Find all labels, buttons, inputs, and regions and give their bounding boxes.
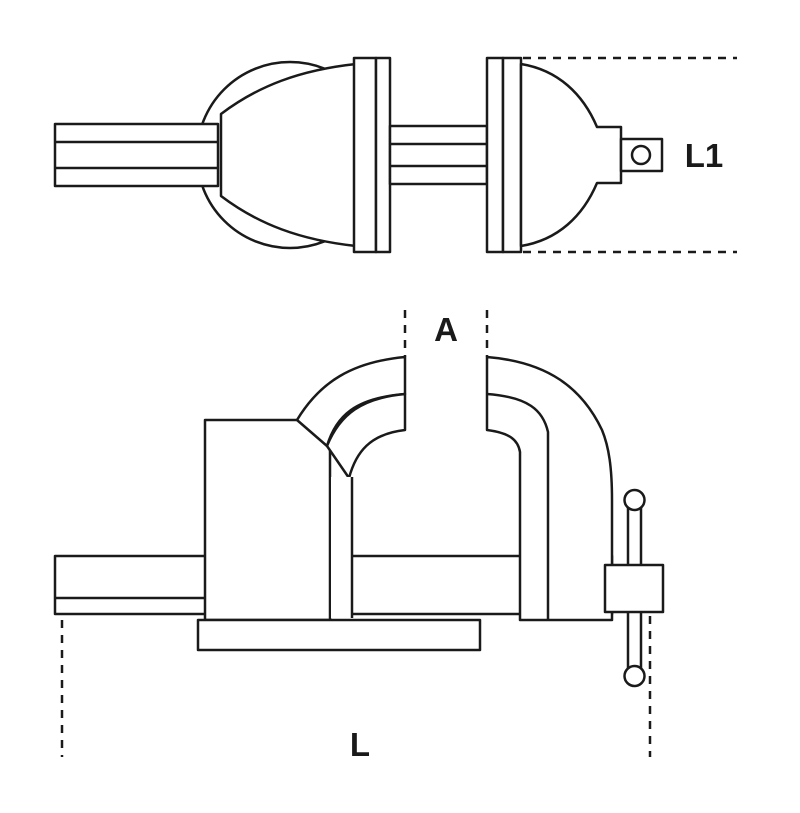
movable-jaw-strip-mask [331, 477, 352, 618]
fixed-jaw-plate-outer [501, 56, 523, 254]
movable-jaw-body [219, 62, 358, 248]
slide-bar-top-view [53, 122, 220, 188]
base-plate [196, 618, 482, 652]
screw-head [603, 563, 665, 614]
dim-label-l1: L1 [685, 137, 724, 174]
fixed-jaw-side-body [485, 355, 614, 622]
movable-jaw-block [203, 418, 332, 622]
fixed-jaw-body [519, 62, 623, 248]
dim-label-l: L [350, 726, 370, 763]
movable-jaw-plate-outer [352, 56, 378, 254]
dim-label-a: A [434, 311, 458, 348]
movable-jaw-plate-inner [374, 56, 392, 254]
handle-ball-bottom [623, 664, 646, 688]
fixed-jaw-band-mid [486, 392, 550, 620]
guide-rails [388, 124, 489, 186]
movable-jaw-horn-inner [325, 392, 407, 480]
side-view: A L [53, 310, 665, 763]
top-view: L1 [53, 56, 737, 254]
fixed-jaw-plate-inner [485, 56, 505, 254]
handle-ball-top [623, 488, 646, 512]
drive-hole [630, 144, 652, 166]
movable-jaw-horn-outer [295, 355, 407, 448]
